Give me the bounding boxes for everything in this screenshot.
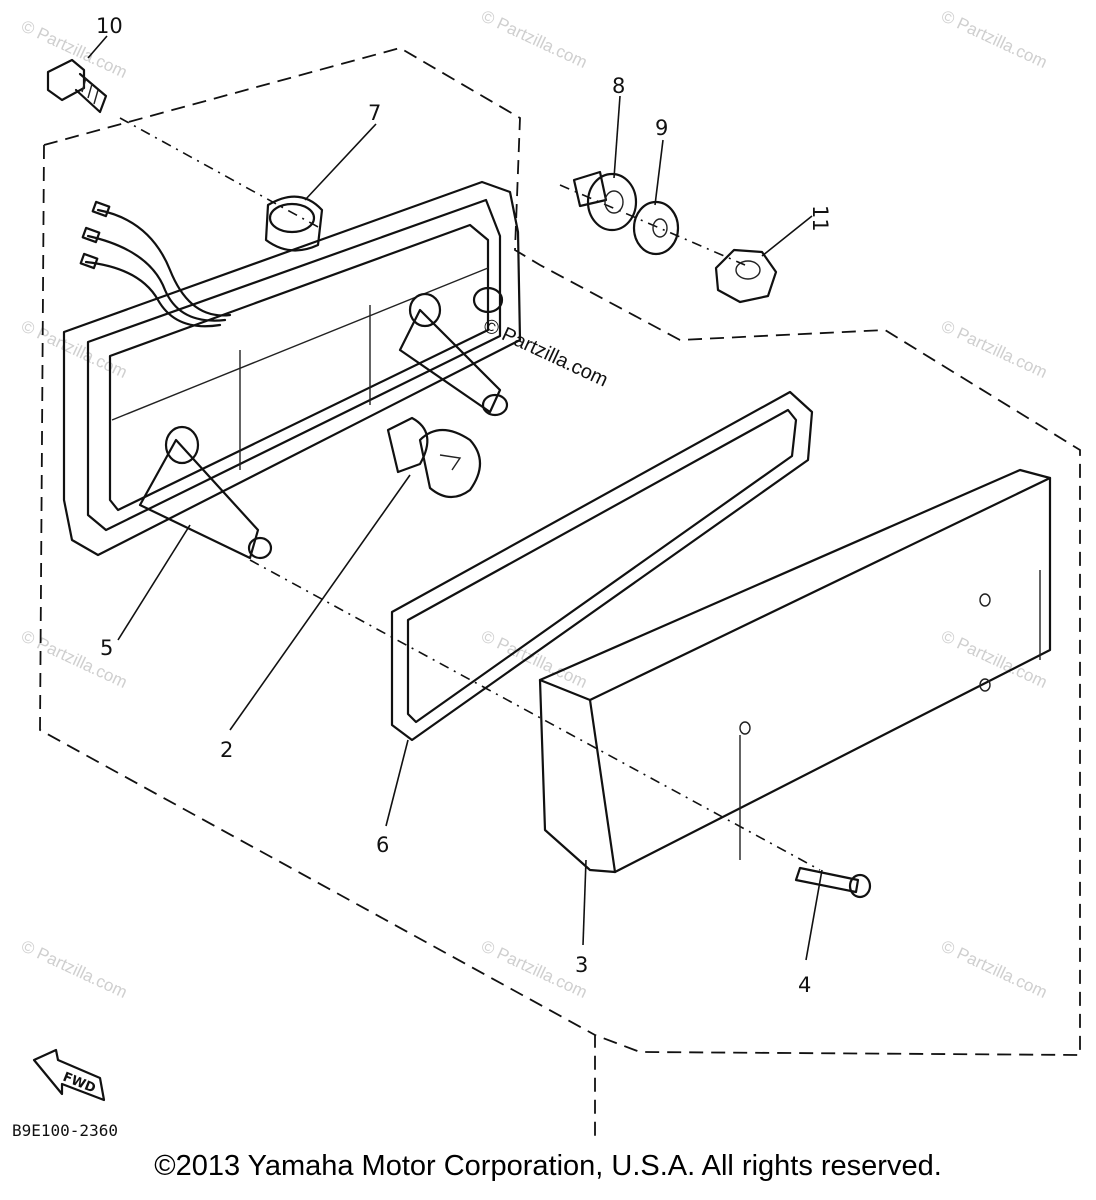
- callout-8: 8: [612, 74, 625, 98]
- diagram-code: B9E100-2360: [12, 1121, 118, 1140]
- callout-11: 11: [808, 205, 832, 232]
- alignment-line-bolt: [119, 117, 321, 229]
- watermark-layer: © Partzilla.com © Partzilla.com © Partzi…: [18, 6, 1050, 1002]
- part-2-bulb[interactable]: [386, 416, 482, 499]
- watermark: © Partzilla.com: [478, 936, 590, 1002]
- callout-5: 5: [100, 636, 113, 660]
- part-1-housing[interactable]: [62, 180, 522, 560]
- part-11-nut[interactable]: [714, 248, 778, 304]
- watermark: © Partzilla.com: [478, 6, 590, 72]
- leader-lines: [87, 35, 823, 961]
- part-9-washer[interactable]: [632, 200, 680, 256]
- callout-9: 9: [655, 116, 668, 140]
- alignment-line-stud: [559, 184, 746, 266]
- part-8-stud[interactable]: [572, 170, 638, 232]
- watermark: © Partzilla.com: [938, 936, 1050, 1002]
- alignment-line-screw: [249, 559, 821, 871]
- callout-10: 10: [96, 14, 123, 38]
- copyright-notice: ©2013 Yamaha Motor Corporation, U.S.A. A…: [154, 1150, 942, 1182]
- callout-3: 3: [575, 953, 588, 977]
- fwd-arrow-icon: FWD: [32, 1048, 106, 1102]
- callout-numbers: 10 7 8 9 11 5 2 6 3 4: [96, 14, 832, 997]
- callout-2: 2: [220, 738, 233, 762]
- part-10-bolt[interactable]: [46, 58, 108, 114]
- watermark: © Partzilla.com: [938, 6, 1050, 72]
- callout-4: 4: [798, 973, 811, 997]
- watermark: © Partzilla.com: [18, 626, 130, 692]
- assembly-boundary: [39, 47, 1081, 1140]
- part-3-lens[interactable]: [538, 468, 1052, 874]
- callout-7: 7: [368, 101, 381, 125]
- part-7-grommet[interactable]: [264, 195, 324, 252]
- callout-6: 6: [376, 833, 389, 857]
- watermark: © Partzilla.com: [18, 316, 130, 382]
- watermark: © Partzilla.com: [18, 936, 130, 1002]
- watermark: © Partzilla.com: [938, 316, 1050, 382]
- part-6-gasket[interactable]: [390, 390, 814, 742]
- part-5-socket[interactable]: [138, 292, 502, 560]
- part-4-screw[interactable]: [794, 866, 872, 899]
